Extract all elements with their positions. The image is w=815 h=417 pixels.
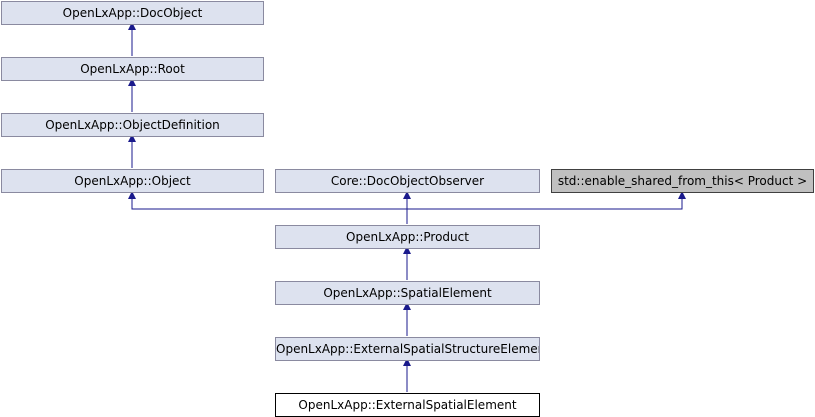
node-externalspatialelement-current: OpenLxApp::ExternalSpatialElement — [275, 393, 540, 417]
edge-product-to-object — [128, 191, 408, 224]
node-product[interactable]: OpenLxApp::Product — [275, 225, 540, 249]
node-docobject[interactable]: OpenLxApp::DocObject — [1, 1, 264, 25]
node-objectdefinition[interactable]: OpenLxApp::ObjectDefinition — [1, 113, 264, 137]
node-root[interactable]: OpenLxApp::Root — [1, 57, 264, 81]
node-externalspatialstructureelement[interactable]: OpenLxApp::ExternalSpatialStructureEleme… — [275, 337, 540, 361]
node-spatialelement[interactable]: OpenLxApp::SpatialElement — [275, 281, 540, 305]
edge-product-to-enablesharedfromthis — [407, 191, 686, 210]
node-docobjectobserver[interactable]: Core::DocObjectObserver — [275, 169, 540, 193]
node-enable-shared-from-this: std::enable_shared_from_this< Product > — [551, 169, 814, 193]
node-object[interactable]: OpenLxApp::Object — [1, 169, 264, 193]
